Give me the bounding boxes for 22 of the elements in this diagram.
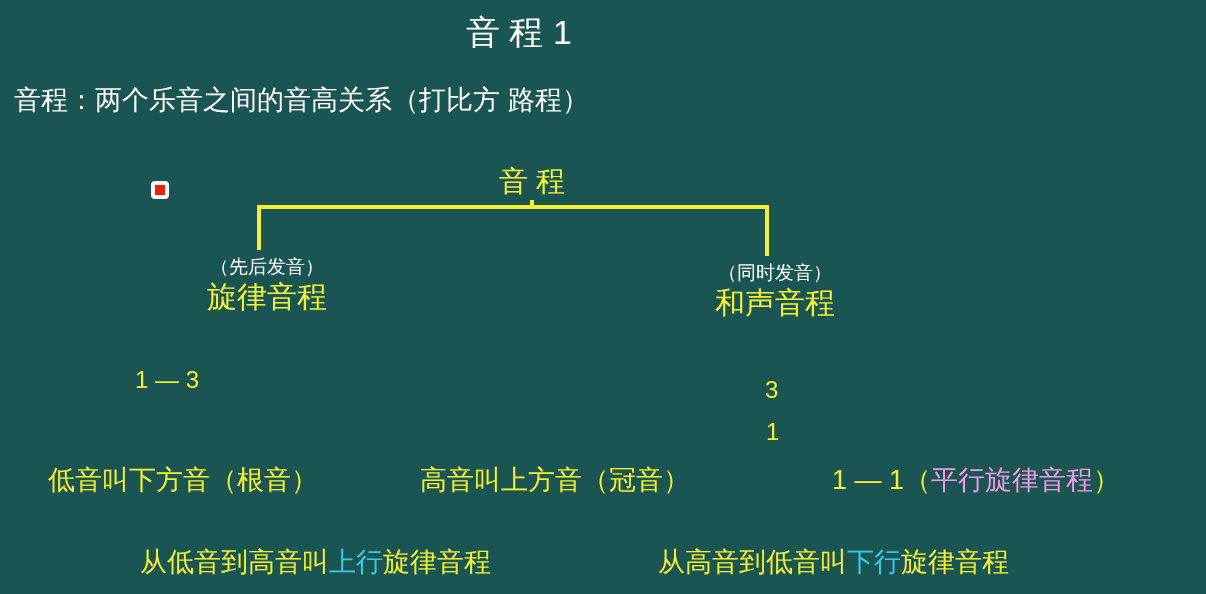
node-heading: 和声音程 [715,284,835,321]
highlighted-term: 平行旋律音程 [931,464,1094,497]
node-heading: 音 程 [498,164,566,199]
note-number: 1 [766,418,780,446]
note-numbers: 1 — 3 [135,366,200,394]
explanation-text: 从高音到低音叫 [658,546,847,579]
node-note: （同时发音） [718,262,832,285]
highlighted-term: 下行 [847,546,901,579]
note-numbers: 1 — 1（ [832,464,932,497]
explanation-text: 低音叫下方音（根音） [48,464,318,497]
explanation-text: 从低音到高音叫 [140,546,329,579]
title: 音 程 1 [466,12,572,53]
explanation-text: 高音叫上方音（冠音） [420,464,690,497]
highlighted-term: 上行 [329,546,383,579]
node-note: （先后发音） [210,256,324,279]
node-heading: 旋律音程 [207,278,327,315]
bracket-text: ） [1093,464,1121,497]
definition-text: 音程：两个乐音之间的音高关系（打比方 路程） [14,84,589,117]
bracket-line [530,200,769,256]
note-number: 3 [765,376,779,404]
explanation-text: 旋律音程 [901,546,1009,579]
explanation-text: 旋律音程 [383,546,491,579]
